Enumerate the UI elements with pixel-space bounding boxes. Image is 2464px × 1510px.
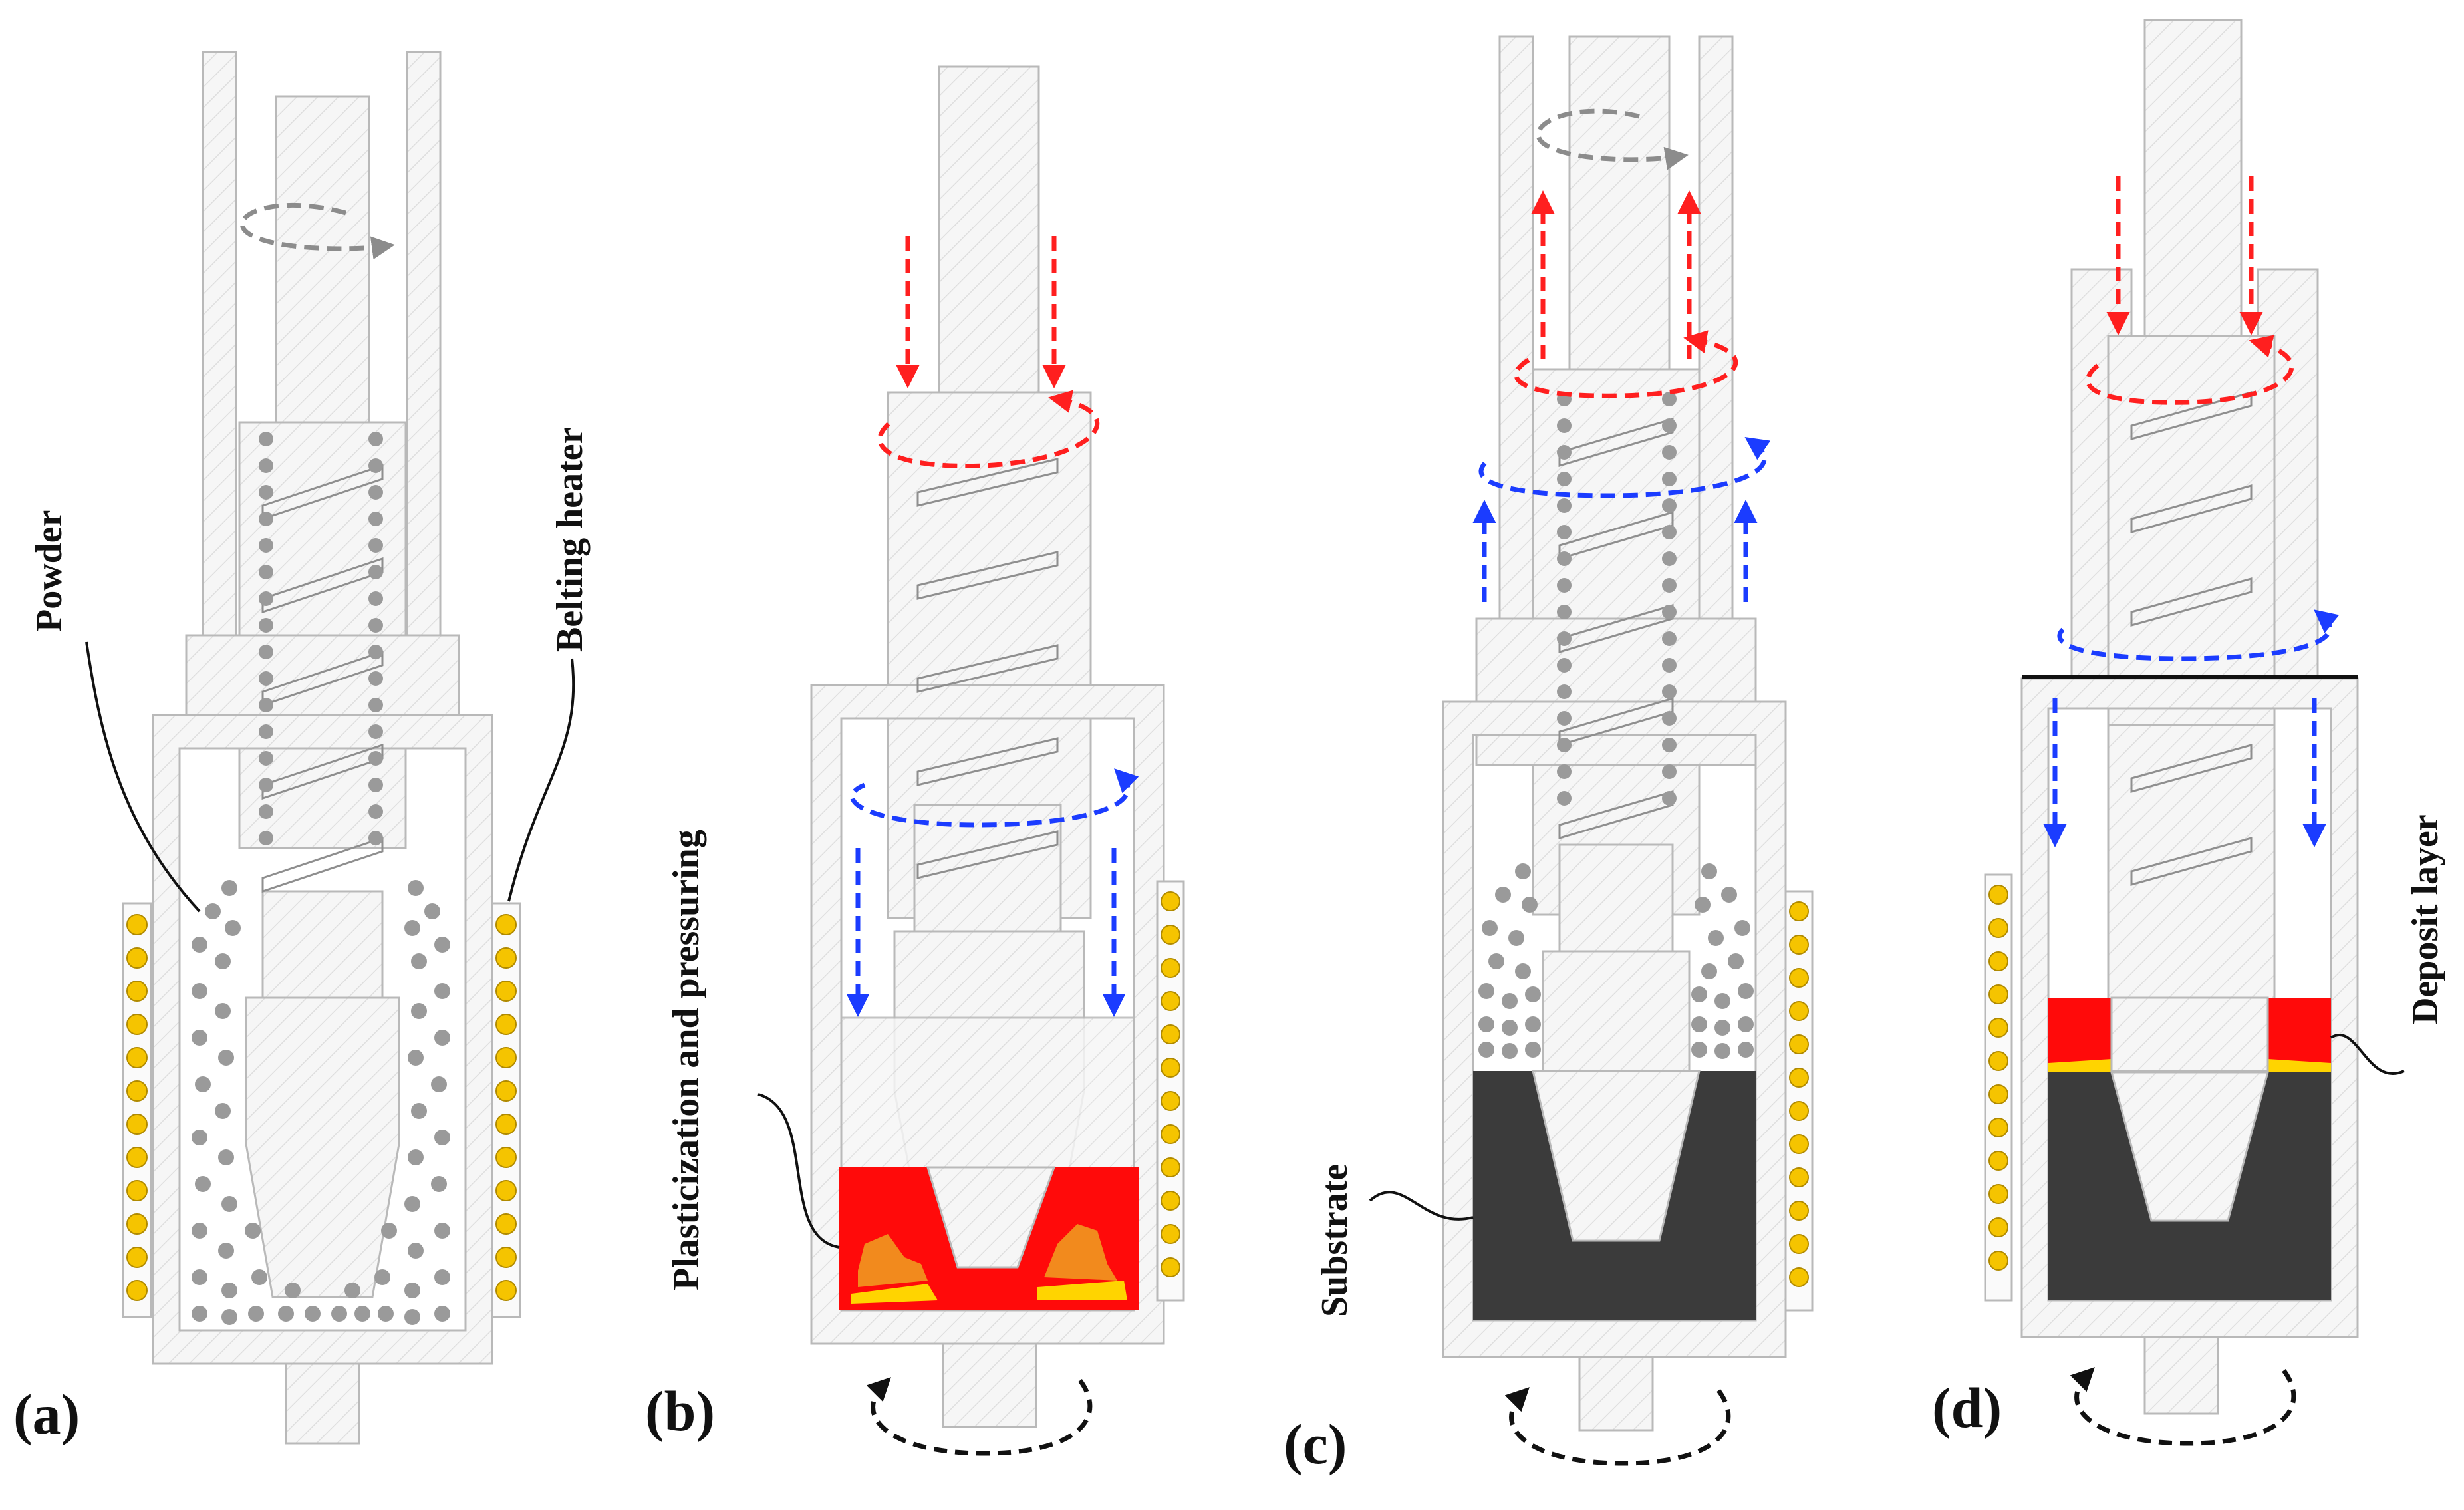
label-powder: Powder — [29, 510, 70, 632]
label-substrate: Substrate — [1314, 1164, 1355, 1317]
force-arrows-red-d — [2086, 176, 2294, 405]
panel-letter-b: (b) — [645, 1379, 715, 1443]
rotation-arrow-gray — [239, 203, 395, 260]
rotation-arrow-black-d — [2070, 1365, 2296, 1446]
force-arrows-red — [877, 236, 1100, 468]
rotation-arrow-black-c — [1504, 1385, 1731, 1466]
panel-c — [1369, 35, 1814, 1466]
panel-b — [757, 65, 1185, 1456]
force-arrows-red-c — [1514, 190, 1738, 398]
belting-heater-right — [491, 902, 521, 1318]
deposit-layer-right — [2268, 998, 2331, 1064]
panel-letter-a: (a) — [13, 1382, 80, 1446]
panel-d — [1984, 19, 2405, 1446]
force-arrows-blue — [846, 768, 1139, 1017]
label-deposit-layer: Deposit layer — [2405, 814, 2446, 1024]
force-arrows-blue-c — [1472, 437, 1771, 602]
belting-heater-c — [1784, 890, 1814, 1312]
panel-letter-c: (c) — [1284, 1412, 1347, 1476]
panel-a — [85, 51, 575, 1445]
belting-heater-b — [1156, 880, 1185, 1302]
rotation-arrow-gray-c — [1536, 108, 1689, 170]
panel-letter-d: (d) — [1932, 1376, 2002, 1439]
deposit-layer-left — [2048, 998, 2112, 1064]
force-arrows-blue-d — [2043, 609, 2340, 847]
belting-heater-left — [122, 902, 152, 1318]
label-belting-heater: Belting heater — [549, 428, 591, 652]
belting-heater-d — [1984, 873, 2013, 1302]
rotation-arrow-black-b — [866, 1375, 1093, 1456]
substrate-block-d — [2048, 1072, 2331, 1300]
label-plasticization: Plasticization and pressuring — [666, 830, 707, 1290]
